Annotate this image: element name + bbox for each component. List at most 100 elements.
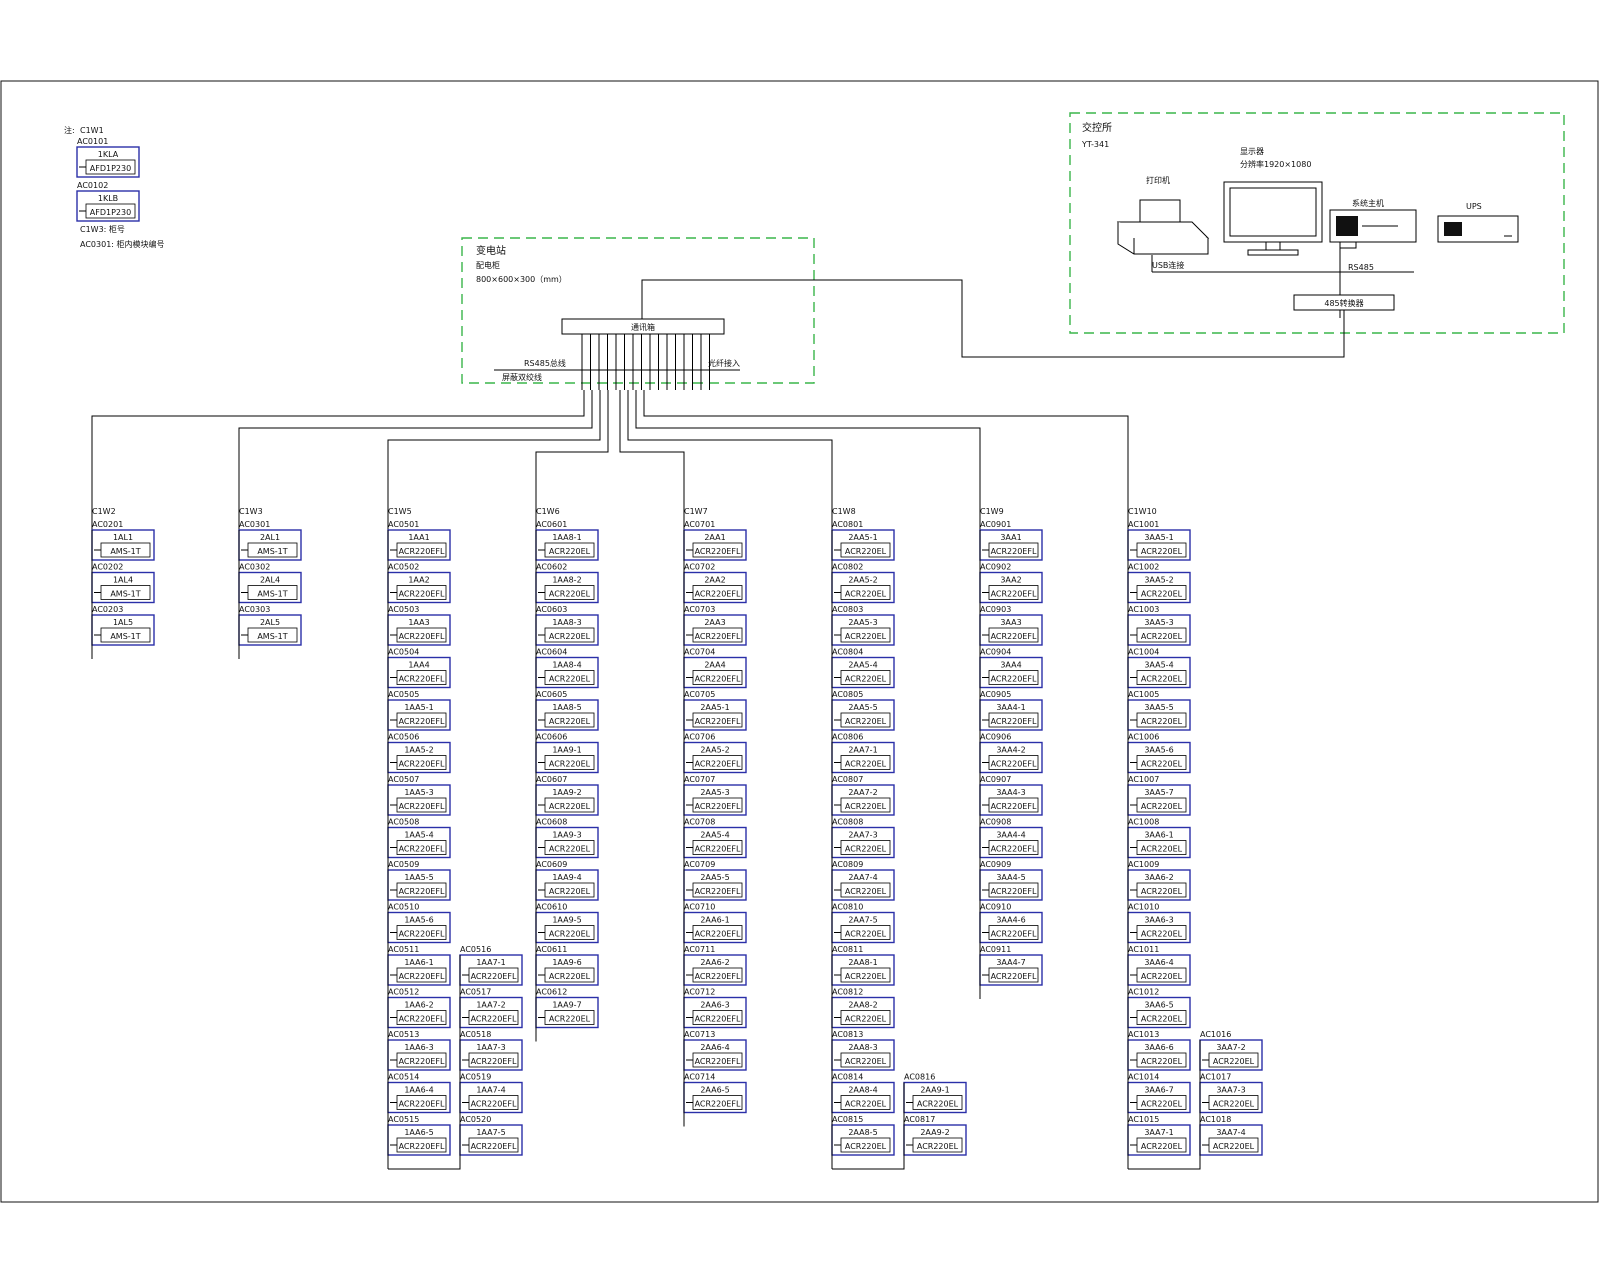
module-bottom-label: ACR220EL xyxy=(845,632,887,641)
module-id: AC0902 xyxy=(980,563,1011,572)
module-top-label: 2AA5-2 xyxy=(848,576,877,585)
module-id: AC0713 xyxy=(684,1030,715,1039)
module-bottom-label: ACR220EFL xyxy=(695,930,741,939)
module-top-label: 2AA5-5 xyxy=(700,873,729,882)
module-bottom-label: ACR220EFL xyxy=(695,760,741,769)
module-top-label: 2AA9-2 xyxy=(920,1128,949,1137)
module-top-label: 1AA2 xyxy=(408,576,429,585)
legend-line2: AC0301: 柜内模块编号 xyxy=(80,239,165,249)
module-top-label: 3AA5-5 xyxy=(1144,703,1173,712)
module-top-label: 1AA9-3 xyxy=(552,831,581,840)
module-id: AC0705 xyxy=(684,690,715,699)
ups-label: UPS xyxy=(1466,202,1482,211)
module-id: AC0701 xyxy=(684,520,715,529)
module-top-label: 3AA4-3 xyxy=(996,788,1025,797)
module-id: AC0604 xyxy=(536,648,567,657)
module-id: AC0812 xyxy=(832,988,863,997)
module-id: AC0504 xyxy=(388,648,419,657)
module-top-label: 2AA6-1 xyxy=(700,916,729,925)
module-top-label: 1AA8-4 xyxy=(552,661,581,670)
module-top-label: 2AA5-1 xyxy=(700,703,729,712)
host-icon xyxy=(1329,209,1417,249)
module-bottom-label: ACR220EL xyxy=(845,547,887,556)
topleft-code: C1W1 xyxy=(80,126,104,135)
module-top-label: 2AL1 xyxy=(260,533,280,542)
module-top-label: 2AA7-1 xyxy=(848,746,877,755)
module-id: AC0510 xyxy=(388,903,419,912)
module-id: AC0909 xyxy=(980,860,1011,869)
module-bottom-label: ACR220EFL xyxy=(695,1057,741,1066)
module-top-label: 2AA5-3 xyxy=(848,618,877,627)
control-room-model: YT-341 xyxy=(1081,140,1109,149)
module-bottom-label: ACR220EL xyxy=(1213,1057,1255,1066)
module-bottom-label: ACR220EL xyxy=(1213,1142,1255,1151)
module-top-label: 1AA8-1 xyxy=(552,533,581,542)
legend-label: 注: xyxy=(64,125,75,135)
module-bottom-label: ACR220EL xyxy=(549,590,591,599)
cabinet-column: C1W8AC08012AA5-1ACR220ELAC08022AA5-2ACR2… xyxy=(627,390,967,1170)
module-bottom-label: ACR220EL xyxy=(549,887,591,896)
module-id: AC0609 xyxy=(536,860,567,869)
module-bottom-label: ACR220EFL xyxy=(695,887,741,896)
module-top-label: 2AA6-3 xyxy=(700,1001,729,1010)
module-top-label: 1AL1 xyxy=(113,533,133,542)
module-id: AC0514 xyxy=(388,1073,419,1082)
module-top-label: 2AA5-4 xyxy=(700,831,729,840)
module-bottom-label: ACR220EL xyxy=(1141,675,1183,684)
legend: 注: C1W1 C1W3: 柜号 AC0301: 柜内模块编号 AC01011K… xyxy=(64,125,165,249)
module-id: AC1001 xyxy=(1128,520,1159,529)
module-bottom-label: ACR220EFL xyxy=(471,1100,517,1109)
module-bottom-label: ACR220EL xyxy=(845,717,887,726)
module-id: AC0908 xyxy=(980,818,1011,827)
module-bottom-label: ACR220EL xyxy=(549,632,591,641)
module-bottom-label: ACR220EFL xyxy=(399,590,445,599)
comm-box xyxy=(561,318,725,335)
control-room: 交控所 YT-341 打印机 显示器 分辨率1920×1080 系统主机 xyxy=(1069,112,1565,334)
module-bottom-label: ACR220EFL xyxy=(399,845,445,854)
cabinet-code: C1W8 xyxy=(832,507,856,516)
module-top-label: 2AA4 xyxy=(704,661,725,670)
module-top-label: 2AA5-3 xyxy=(700,788,729,797)
module-id: AC1005 xyxy=(1128,690,1159,699)
module-bottom-label: ACR220EL xyxy=(1141,590,1183,599)
module-bottom-label: ACR220EFL xyxy=(695,972,741,981)
module-id: AC0817 xyxy=(904,1115,935,1124)
module-top-label: 2AA8-5 xyxy=(848,1128,877,1137)
module-top-label: 2AA2 xyxy=(704,576,725,585)
module-top-label: 3AA6-6 xyxy=(1144,1043,1173,1052)
module-id: AC0710 xyxy=(684,903,715,912)
module-id: AC0101 xyxy=(77,137,108,146)
module-top-label: 1AA9-1 xyxy=(552,746,581,755)
module-top-label: 3AA4-6 xyxy=(996,916,1025,925)
converter-label: 485转换器 xyxy=(1324,298,1363,308)
module-id: AC0811 xyxy=(832,945,863,954)
module-id: AC0506 xyxy=(388,733,419,742)
module-top-label: 3AA5-2 xyxy=(1144,576,1173,585)
module-bottom-label: ACR220EL xyxy=(549,972,591,981)
module-id: AC0607 xyxy=(536,775,567,784)
module-id: AC0906 xyxy=(980,733,1011,742)
module-id: AC0517 xyxy=(460,988,491,997)
module-top-label: 1AL4 xyxy=(113,576,133,585)
